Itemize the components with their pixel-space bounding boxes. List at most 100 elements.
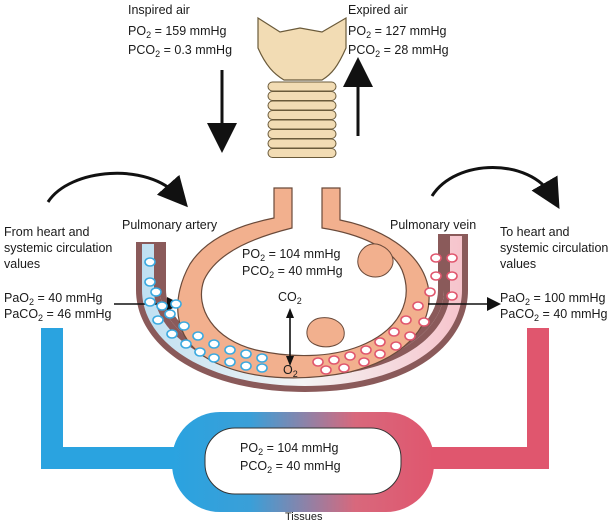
subscript-2: 2 <box>534 313 540 323</box>
expired-po2: PO2 = 127 mmHg <box>348 23 446 40</box>
alveolar-lining-blob-right <box>357 243 394 278</box>
oxygenated-blood-cell <box>430 253 442 263</box>
tracheal-ring <box>267 91 337 101</box>
oxygenated-blood-cell <box>446 291 458 301</box>
oxygenated-blood-cell <box>374 337 386 347</box>
tissue-po2: PO2 = 104 mmHg <box>240 440 338 457</box>
subscript-2: 2 <box>292 369 298 379</box>
o-symbol: O <box>515 291 526 305</box>
left-circulation-line2: systemic circulation <box>4 241 113 255</box>
subscript-2: 2 <box>296 296 302 306</box>
outflow-curved-arrow <box>430 166 560 209</box>
arterial-outflow-vessel <box>420 328 549 469</box>
tracheal-ring <box>267 110 337 120</box>
left-circulation-line3: values <box>4 257 41 271</box>
oxygenated-blood-cell <box>400 315 412 325</box>
flow-arrows <box>46 57 560 366</box>
tracheal-ring <box>267 100 337 111</box>
deoxygenated-blood-cell <box>192 331 204 341</box>
deoxygenated-blood-cell <box>144 257 156 267</box>
gas-exchange-arrowhead-down <box>286 356 294 366</box>
p-symbol: P <box>348 43 357 57</box>
expired-pco2: PCO2 = 28 mmHg <box>348 42 449 59</box>
oxygenated-blood-cell <box>390 341 402 351</box>
alveolus-pco2: PCO2 = 40 mmHg <box>242 263 343 280</box>
pulmonary-artery-label: Pulmonary artery <box>122 218 218 232</box>
subscript-2: 2 <box>375 49 381 59</box>
left-pao2: PaO2 = 40 mmHg <box>4 290 103 307</box>
alveolar-lining-blob-bottom <box>306 317 345 348</box>
p-symbol: P <box>242 247 251 261</box>
subscript-2: 2 <box>155 49 161 59</box>
larynx-trachea <box>257 16 347 158</box>
alveolus-po2-value: = 104 mmHg <box>268 247 341 261</box>
subscript-2: 2 <box>366 30 372 40</box>
pa-symbol: Pa <box>4 307 20 321</box>
expired-air-title: Expired air <box>348 3 408 17</box>
deoxygenated-blood-cell <box>224 345 236 355</box>
oxygenated-blood-cell <box>360 345 372 355</box>
right-paco2-value: = 40 mmHg <box>542 307 608 321</box>
larynx <box>257 16 347 81</box>
inspired-po2: PO2 = 159 mmHg <box>128 23 226 40</box>
subscript-2: 2 <box>146 30 152 40</box>
inspired-po2-value: = 159 mmHg <box>154 24 227 38</box>
left-paco2-value: = 46 mmHg <box>46 307 112 321</box>
subscript-2: 2 <box>267 465 273 475</box>
oxygenated-blood-cell <box>358 357 370 367</box>
deoxygenated-blood-cell <box>208 339 220 349</box>
o-symbol: O <box>248 441 259 455</box>
pa-symbol: Pa <box>4 291 20 305</box>
deoxygenated-blood-cell <box>166 329 178 339</box>
co-symbol: CO <box>136 43 156 57</box>
subscript-2: 2 <box>38 313 44 323</box>
p-symbol: P <box>242 264 251 278</box>
tissue-po2-value: = 104 mmHg <box>266 441 339 455</box>
oxygenated-blood-cell <box>374 349 386 359</box>
inflow-curved-arrow <box>46 171 188 208</box>
tissue-pco2: PCO2 = 40 mmHg <box>240 458 341 475</box>
tracheal-ring <box>267 138 337 149</box>
co-symbol: CO <box>515 307 535 321</box>
subscript-2: 2 <box>269 270 275 280</box>
pa-symbol: Pa <box>500 307 516 321</box>
o2-label: O2 <box>283 362 298 379</box>
left-circulation-line1: From heart and <box>4 225 90 239</box>
pulmonary-vein-label: Pulmonary vein <box>390 218 477 232</box>
expired-po2-value: = 127 mmHg <box>374 24 447 38</box>
inspired-pco2: PCO2 = 0.3 mmHg <box>128 42 232 59</box>
deoxygenated-blood-cell <box>156 301 168 311</box>
oxygenated-blood-cell <box>312 357 324 367</box>
inspired-pco2-value: = 0.3 mmHg <box>163 43 233 57</box>
right-pao2: PaO2 = 100 mmHg <box>500 290 605 307</box>
left-pao2-value: = 40 mmHg <box>37 291 103 305</box>
deoxygenated-blood-cell <box>150 287 162 297</box>
systemic-circuit <box>41 328 549 512</box>
co-symbol: CO <box>19 307 39 321</box>
deoxygenated-blood-cell <box>208 353 220 363</box>
oxygenated-blood-cell <box>412 301 424 311</box>
oxygenated-blood-cell <box>424 287 436 297</box>
o-symbol: O <box>283 363 293 377</box>
oxygenated-blood-cell <box>388 327 400 337</box>
blood-cells <box>144 253 458 375</box>
venous-return-vessel <box>41 328 186 469</box>
oxygenated-blood-cell <box>338 363 350 373</box>
deoxygenated-blood-cell <box>194 347 206 357</box>
alveolus <box>177 187 430 379</box>
expired-pco2-value: = 28 mmHg <box>383 43 449 57</box>
right-pao2-value: = 100 mmHg <box>533 291 606 305</box>
co-symbol: CO <box>248 459 268 473</box>
o-symbol: O <box>356 24 367 38</box>
co2-label: CO2 <box>278 289 302 306</box>
deoxygenated-blood-cell <box>224 357 236 367</box>
deoxygenated-blood-cell <box>170 299 182 309</box>
deoxygenated-blood-cell <box>240 361 252 371</box>
inspired-air-title: Inspired air <box>128 3 190 17</box>
subscript-2: 2 <box>260 253 266 263</box>
co-symbol: CO <box>250 264 270 278</box>
oxygenated-blood-cell <box>446 271 458 281</box>
subscript-2: 2 <box>29 297 35 307</box>
right-circulation-line1: To heart and <box>500 225 570 239</box>
pa-symbol: Pa <box>500 291 516 305</box>
